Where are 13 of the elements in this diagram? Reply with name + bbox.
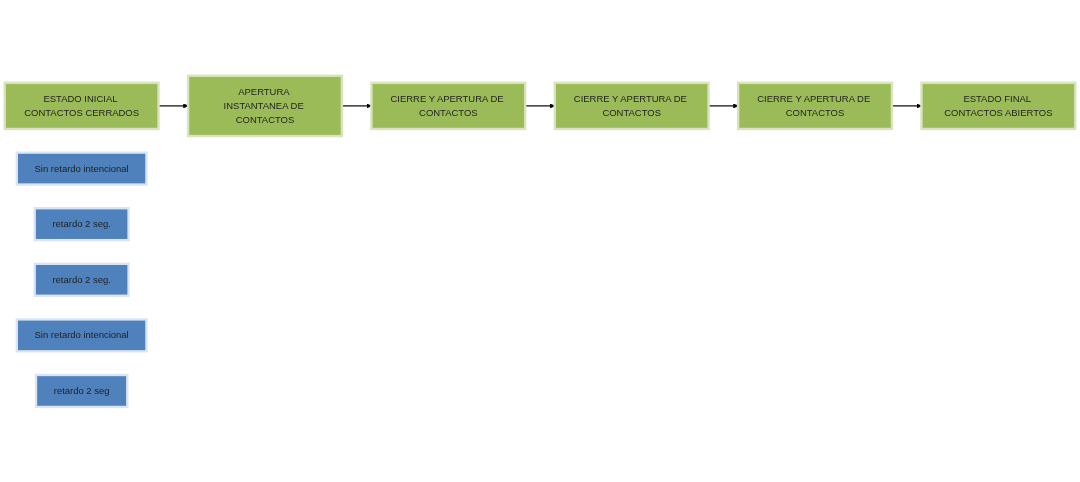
node-box: Sin retardo intencional xyxy=(15,151,148,186)
arrow xyxy=(341,102,372,109)
arrow xyxy=(891,102,922,109)
node-box: retardo 2 seg. xyxy=(33,262,130,297)
node-box: retardo 2 seg xyxy=(34,373,129,408)
node-box: CIERRE Y APERTURA DE CONTACTOS xyxy=(370,81,527,130)
node-box: ESTADO INICIAL CONTACTOS CERRADOS xyxy=(3,81,160,130)
node-box: APERTURA INSTANTANEA DE CONTACTOS xyxy=(186,74,344,137)
node-box: retardo 2 seg. xyxy=(33,206,130,241)
node-box: CIERRE Y APERTURA DE CONTACTOS xyxy=(736,81,894,130)
node-box: ESTADO FINAL CONTACTOS ABIERTOS xyxy=(920,81,1077,130)
node-box: CIERRE Y APERTURA DE CONTACTOS xyxy=(553,81,710,130)
node-box: Sin retardo intencional xyxy=(15,317,148,353)
